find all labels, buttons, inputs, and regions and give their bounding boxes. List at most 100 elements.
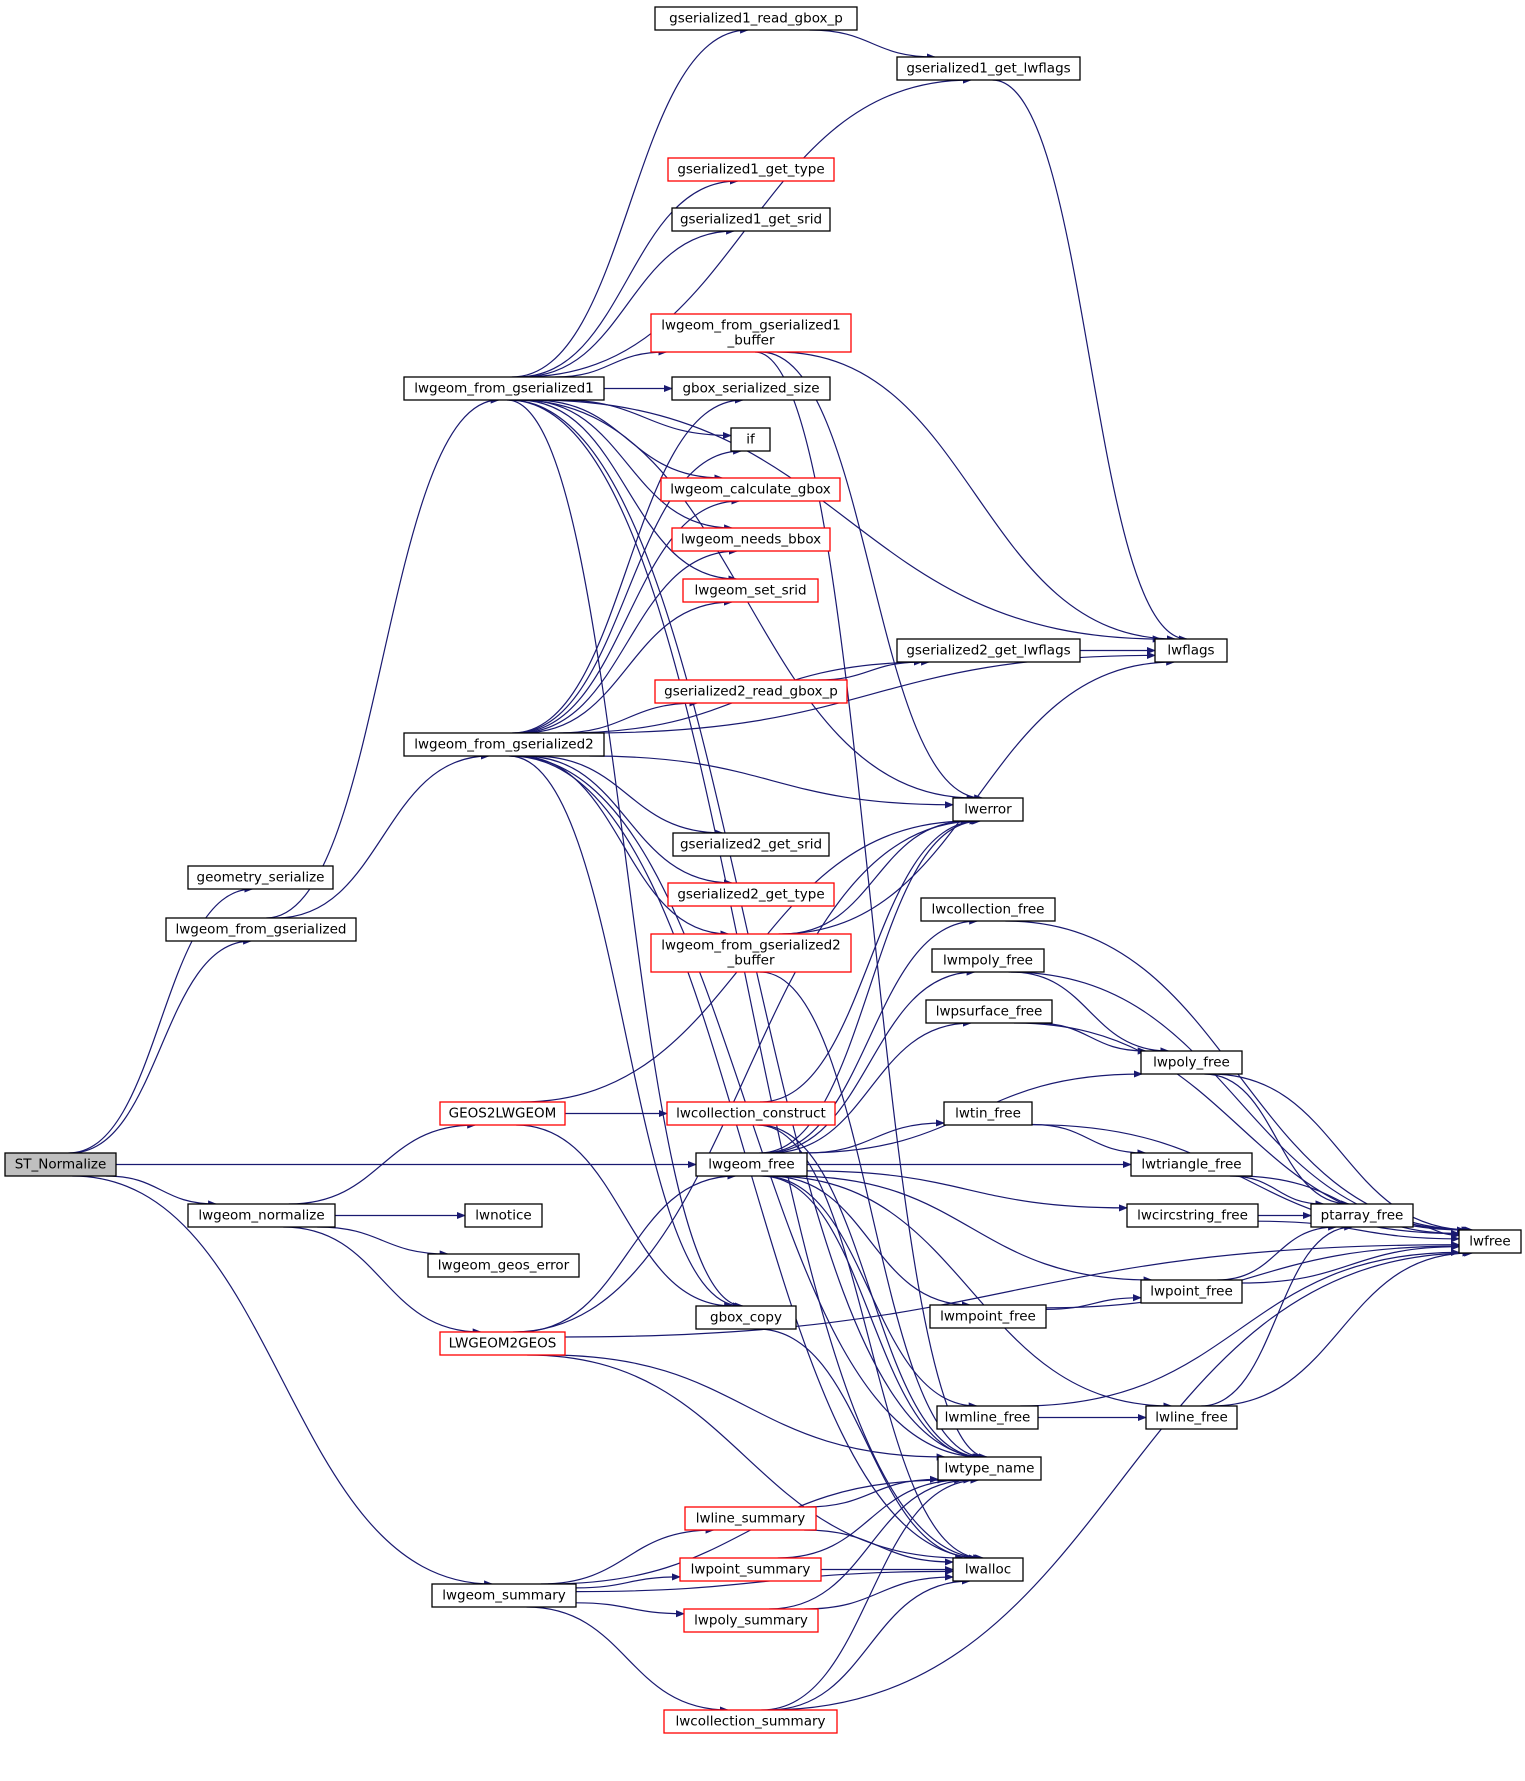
edge-lwmpoint_free-to-lwfree [1045,1242,1460,1309]
edge-lwpoint_summary-to-lwtype_name [777,1476,964,1559]
edge-lwline_summary-to-lwalloc [804,1529,954,1566]
node-lwgeom_from_gserialized2[interactable]: lwgeom_from_gserialized2 [403,732,605,757]
node-gserialized1_read_gbox_p[interactable]: gserialized1_read_gbox_p [654,6,858,31]
edge-lwgeom_free-to-lwmpoly_free [764,968,976,1154]
edge-lwpoly_summary-to-lwalloc [804,1573,954,1610]
node-lwgeom_from_gserialized2_buffer[interactable]: lwgeom_from_gserialized2_buffer [650,933,852,973]
node-lwgeom_from_gserialized[interactable]: lwgeom_from_gserialized [165,917,357,942]
node-GEOS2LWGEOM[interactable]: GEOS2LWGEOM [439,1101,566,1126]
node-box [666,1101,836,1126]
node-lwerror[interactable]: lwerror [952,797,1024,822]
edge-ptarray_free-to-lwfree [1412,1225,1460,1239]
edge-lwgeom_from_gserialized1_buffer-to-lwflags [777,351,1176,643]
node-lwcollection_construct[interactable]: lwcollection_construct [666,1101,836,1126]
node-lwgeom_free[interactable]: lwgeom_free [695,1152,808,1177]
node-gserialized1_get_srid[interactable]: gserialized1_get_srid [671,207,831,232]
node-ST_Normalize[interactable]: ST_Normalize [4,1152,117,1177]
node-gserialized1_get_lwflags[interactable]: gserialized1_get_lwflags [896,56,1081,81]
edge-lwgeom_free-to-lwpoint_free [791,1175,1153,1284]
edge-gbox_copy-to-lwalloc [756,1328,978,1562]
node-lwmpoly_free[interactable]: lwmpoly_free [931,948,1045,973]
node-label: gserialized2_get_type [677,887,824,903]
node-lwline_free[interactable]: lwline_free [1145,1405,1238,1430]
node-lwgeom_summary[interactable]: lwgeom_summary [431,1583,577,1608]
node-lwmpoint_free[interactable]: lwmpoint_free [929,1304,1047,1329]
node-lwalloc[interactable]: lwalloc [952,1557,1024,1582]
node-lwcollection_summary[interactable]: lwcollection_summary [663,1709,838,1734]
node-label: lwgeom_needs_bbox [681,532,821,548]
node-lwtriangle_free[interactable]: lwtriangle_free [1130,1152,1253,1177]
node-lwgeom_from_gserialized1[interactable]: lwgeom_from_gserialized1 [403,376,605,401]
edge-lwgeom_free-to-lwtin_free [804,1119,945,1154]
node-box [654,679,848,704]
node-ptarray_free[interactable]: ptarray_free [1310,1203,1414,1228]
node-label: lwnotice [475,1208,531,1224]
edge-GEOS2LWGEOM-to-gbox_copy [516,1124,734,1310]
node-gbox_serialized_size[interactable]: gbox_serialized_size [671,376,831,401]
edge-lwgeom_from_gserialized1-to-if [559,399,732,440]
node-label: lwgeom_normalize [198,1208,324,1224]
node-lwline_summary[interactable]: lwline_summary [684,1506,817,1531]
node-lwgeom_set_srid[interactable]: lwgeom_set_srid [682,578,819,603]
node-lwtin_free[interactable]: lwtin_free [943,1101,1033,1126]
node-box [1126,1203,1259,1228]
node-label: lwpoly_free [1153,1055,1230,1071]
node-box [936,1405,1039,1430]
node-gserialized2_get_type[interactable]: gserialized2_get_type [667,882,835,907]
node-lwnotice[interactable]: lwnotice [464,1203,543,1228]
node-lwgeom_from_gserialized1_buffer[interactable]: lwgeom_from_gserialized1_buffer [650,313,852,353]
node-lwgeom_normalize[interactable]: lwgeom_normalize [187,1203,336,1228]
edge-lwgeom_normalize-to-LWGEOM2GEOS [283,1226,482,1336]
node-geometry_serialize[interactable]: geometry_serialize [187,865,334,890]
edge-lwgeom_from_gserialized1-to-gserialized1_read_gbox_p [511,26,750,378]
node-box [671,376,831,401]
edge-gserialized2_read_gbox_p-to-gserialized2_get_lwflags [817,658,923,681]
edge-gserialized1_get_lwflags-to-lwflags [992,79,1188,643]
node-LWGEOM2GEOS[interactable]: LWGEOM2GEOS [439,1331,566,1356]
node-if[interactable]: if [730,427,771,452]
node-lwcollection_free[interactable]: lwcollection_free [920,897,1056,922]
edge-lwgeom_from_gserialized1-to-gserialized1_get_srid [520,227,736,378]
node-lwmline_free[interactable]: lwmline_free [936,1405,1039,1430]
node-box [1140,1050,1243,1075]
node-lwgeom_calculate_gbox[interactable]: lwgeom_calculate_gbox [660,477,841,502]
edge-lwgeom_summary-to-lwtype_name [547,1476,947,1585]
node-label: lwtin_free [955,1106,1021,1122]
node-lwtype_name[interactable]: lwtype_name [937,1456,1042,1481]
node-lwflags[interactable]: lwflags [1154,638,1228,663]
node-label: lwcollection_free [932,902,1045,918]
node-label: lwmline_free [945,1410,1031,1426]
node-label: GEOS2LWGEOM [449,1106,557,1122]
node-lwgeom_needs_bbox[interactable]: lwgeom_needs_bbox [671,527,831,552]
edge-lwmpoint_free-to-lwpoint_free [1045,1294,1142,1310]
node-label: lwpsurface_free [936,1004,1043,1020]
edge-lwgeom_from_gserialized1_buffer-to-lwerror [760,351,984,802]
edge-LWGEOM2GEOS-to-lwfree [564,1241,1460,1338]
node-lwpsurface_free[interactable]: lwpsurface_free [925,999,1053,1024]
edge-lwgeom_normalize-to-lwgeom_geos_error [317,1226,449,1258]
node-box [896,56,1081,81]
node-box [952,1557,1024,1582]
edge-lwgeom_from_gserialized1-to-lwgeom_needs_bbox [522,399,734,532]
edge-lwgeom_from_gserialized2-to-lwgeom_calculate_gbox [515,497,741,734]
node-lwpoly_free[interactable]: lwpoly_free [1140,1050,1243,1075]
node-box [667,882,835,907]
node-box [4,1152,117,1177]
node-lwpoint_free[interactable]: lwpoint_free [1140,1279,1243,1304]
node-gserialized2_get_lwflags[interactable]: gserialized2_get_lwflags [896,638,1081,663]
node-gserialized1_get_type[interactable]: gserialized1_get_type [667,157,835,182]
node-gserialized2_get_srid[interactable]: gserialized2_get_srid [672,832,830,857]
node-lwgeom_geos_error[interactable]: lwgeom_geos_error [427,1253,580,1278]
node-label: lwfree [1469,1234,1510,1250]
edge-lwline_free-to-ptarray_free [1201,1223,1354,1407]
node-gserialized2_read_gbox_p[interactable]: gserialized2_read_gbox_p [654,679,848,704]
node-lwcircstring_free[interactable]: lwcircstring_free [1126,1203,1259,1228]
node-box [671,527,831,552]
node-gbox_copy[interactable]: gbox_copy [695,1305,797,1330]
node-box [695,1305,797,1330]
node-lwfree[interactable]: lwfree [1458,1229,1522,1254]
node-label: gserialized1_get_lwflags [906,61,1070,77]
edge-lwgeom_summary-to-lwcollection_summary [526,1606,729,1714]
node-lwpoly_summary[interactable]: lwpoly_summary [683,1608,819,1633]
node-lwpoint_summary[interactable]: lwpoint_summary [679,1557,822,1582]
